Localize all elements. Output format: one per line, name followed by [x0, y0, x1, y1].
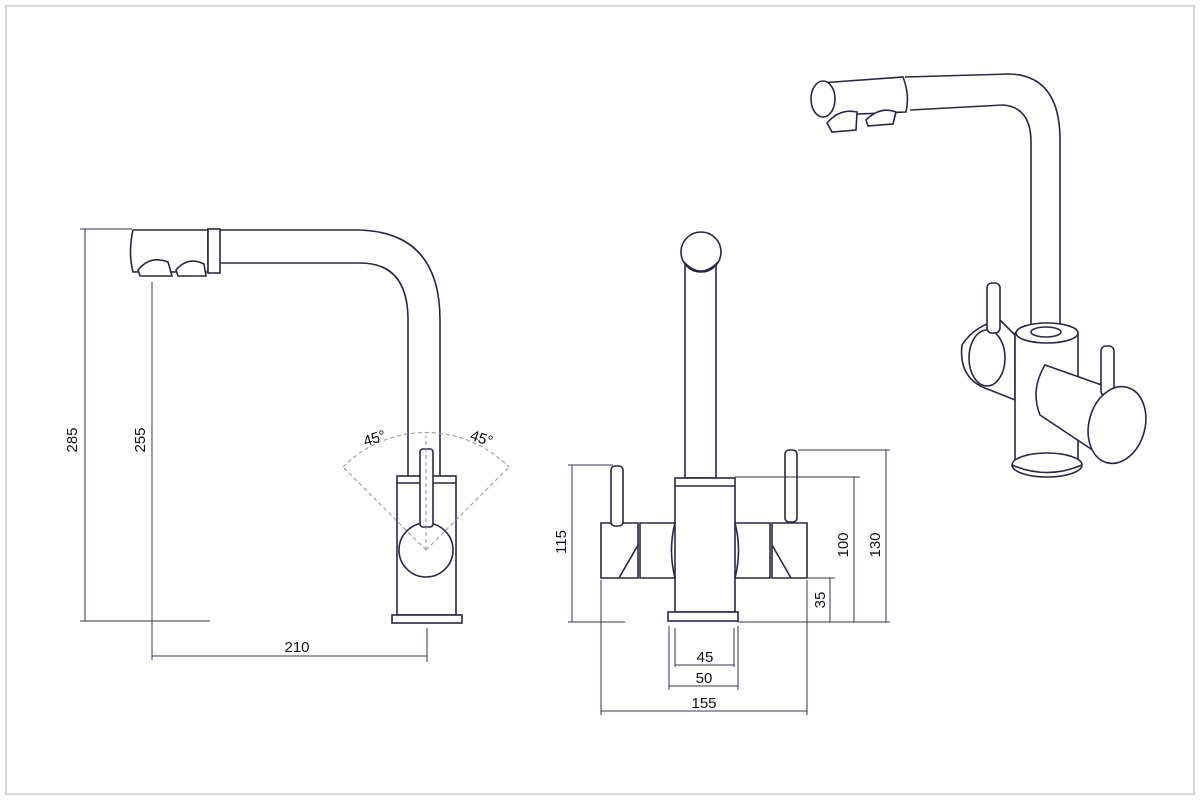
lever — [419, 448, 434, 528]
angle-arc — [342, 431, 510, 468]
right-handle — [771, 522, 808, 579]
left-handle — [600, 522, 639, 579]
nozzle-2 — [175, 260, 207, 277]
spout-inner — [220, 262, 409, 476]
spout-outer — [904, 73, 1061, 330]
dim-label-100: 100 — [835, 532, 852, 557]
isometric-view — [810, 73, 1147, 478]
frame-border — [5, 5, 1195, 795]
right-lever — [784, 449, 798, 523]
left-cylinder — [639, 522, 677, 579]
spout-outer — [220, 229, 441, 476]
spout-head — [819, 76, 909, 116]
front-view: 115 100 130 35 45 50 155 — [553, 231, 890, 715]
dim-label-285: 285 — [64, 427, 81, 452]
right-handle-cap — [1087, 385, 1147, 465]
nozzle-1 — [137, 259, 174, 277]
dim-label-45: 45 — [697, 649, 714, 666]
spout-ring — [207, 228, 221, 274]
dim-label-35: 35 — [812, 592, 829, 609]
spout-head — [680, 231, 722, 273]
angle-label-left: 45° — [361, 427, 388, 450]
base-plate — [667, 611, 739, 622]
side-view: 45° 45° 285 255 210 — [64, 228, 510, 662]
dim-label-155: 155 — [691, 695, 716, 712]
left-lever — [610, 465, 624, 527]
angle-label-right: 45° — [468, 427, 495, 450]
spout-inner — [909, 104, 1032, 330]
dim-label-255: 255 — [132, 427, 149, 452]
dim-label-115: 115 — [553, 530, 570, 554]
nozzle-1 — [826, 110, 858, 133]
base-plate — [391, 614, 463, 624]
right-cylinder — [733, 522, 771, 579]
dim-label-210: 210 — [284, 639, 309, 656]
body — [674, 477, 736, 613]
dim-label-130: 130 — [867, 532, 884, 557]
nozzle-2 — [865, 109, 897, 127]
spout-column — [684, 261, 717, 479]
base-ring — [1011, 452, 1083, 478]
left-lever — [986, 282, 1001, 334]
dim-label-50: 50 — [696, 670, 713, 687]
